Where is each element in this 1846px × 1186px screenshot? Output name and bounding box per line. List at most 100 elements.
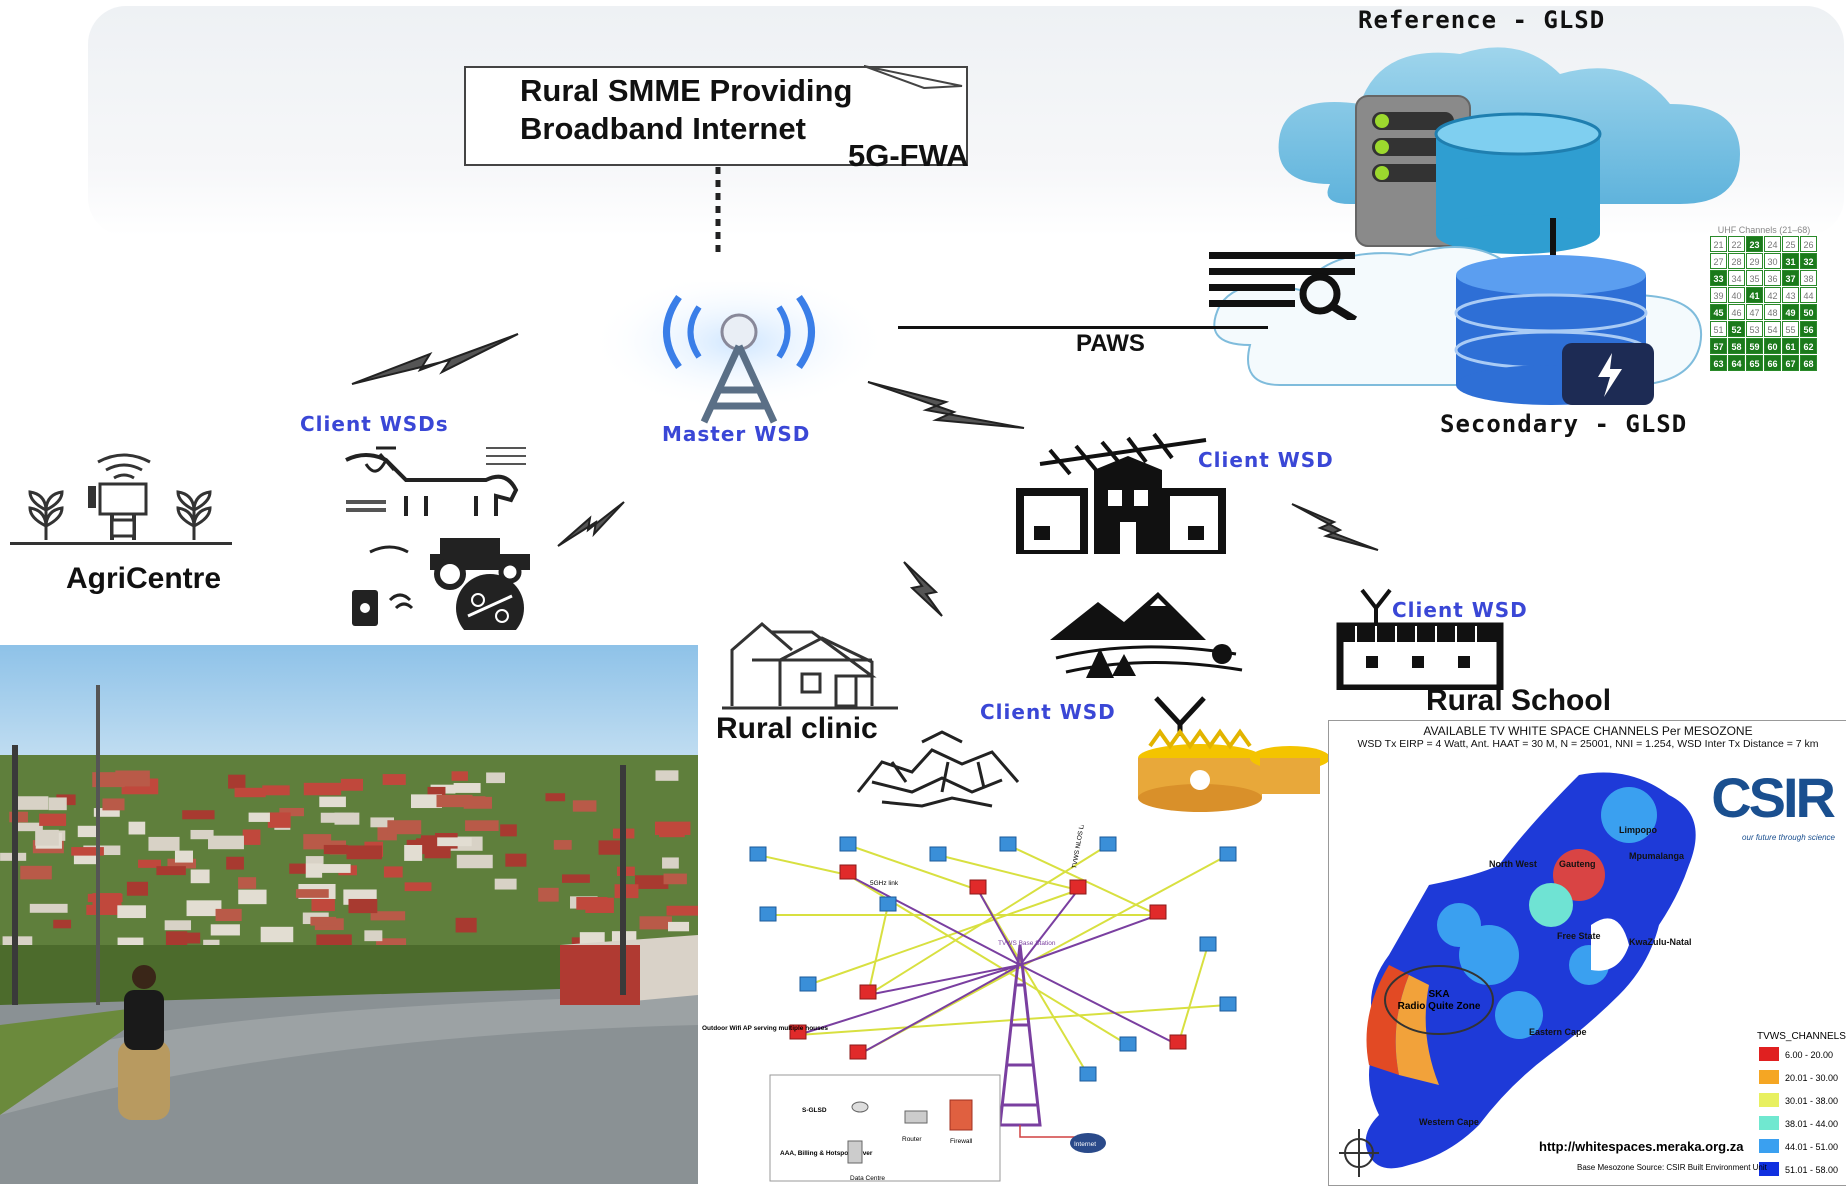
house-roof	[465, 820, 499, 832]
house-roof	[126, 881, 149, 896]
uhf-channel-cell: 34	[1728, 270, 1745, 286]
client-wsds-label: Client WSDs	[300, 412, 449, 436]
lightning-icon-3	[557, 501, 625, 547]
agricentre-icon	[10, 453, 232, 545]
cloud-server-icon	[1278, 47, 1740, 254]
house-roof	[117, 937, 144, 948]
uhf-grid-title: UHF Channels (21–68)	[1717, 225, 1811, 235]
uhf-channel-cell: 63	[1710, 355, 1727, 371]
house-roof	[238, 889, 267, 905]
house-roof	[29, 903, 68, 913]
house-roof	[117, 905, 146, 919]
uhf-channel-cell: 32	[1800, 253, 1817, 269]
aaa-label: AAA, Billing & Hotspot Server	[780, 1150, 873, 1157]
uhf-channel-cell: 60	[1764, 338, 1781, 354]
wifi-ap-node	[879, 896, 897, 912]
house-roof	[538, 887, 559, 902]
house-roof	[310, 916, 337, 926]
master-wsd-label: Master WSD	[662, 422, 811, 446]
house-roof	[455, 917, 477, 933]
nlos-link-label: TVWS NLOS Link	[1071, 825, 1087, 869]
province-label: Free State	[1557, 931, 1601, 941]
house-roof	[305, 863, 323, 878]
house-roof	[86, 904, 123, 915]
base-station-label: TVWS Base Station	[998, 940, 1056, 947]
house-roof	[186, 900, 222, 917]
house-roof	[545, 793, 566, 802]
uhf-channel-cell: 57	[1710, 338, 1727, 354]
note-line-2: Broadband Internet	[520, 111, 806, 146]
nlos-link	[1019, 964, 1179, 1046]
house-roof	[71, 847, 104, 856]
school-icon	[1336, 588, 1504, 690]
sa-map: SKA Radio Quite Zone LimpopoMpumalangaNo…	[1339, 772, 1846, 1177]
house-roof	[190, 869, 210, 884]
house-roof	[260, 926, 294, 943]
legend-swatch	[1759, 1093, 1779, 1107]
house-roof	[387, 820, 422, 835]
township-street-photo	[0, 645, 698, 1184]
house-roof	[39, 813, 67, 826]
firewall-label: Firewall	[950, 1138, 973, 1145]
province-label: Gauteng	[1559, 859, 1596, 869]
house-roof	[436, 794, 473, 808]
province-label: North West	[1489, 859, 1537, 869]
uhf-channel-cell: 68	[1800, 355, 1817, 371]
client-wsd-school-label: Client WSD	[1392, 598, 1528, 622]
house-roof	[164, 920, 192, 931]
uhf-channel-cell: 67	[1782, 355, 1799, 371]
province-label: Eastern Cape	[1529, 1027, 1587, 1037]
agricentre-label: AgriCentre	[66, 562, 222, 595]
house-roof	[456, 854, 493, 869]
house-roof	[303, 782, 342, 796]
house-roof	[505, 853, 527, 867]
legend-swatch	[1759, 1139, 1779, 1153]
map-title: AVAILABLE TV WHITE SPACE CHANNELS Per ME…	[1423, 724, 1753, 738]
province-label: Limpopo	[1619, 825, 1657, 835]
house-roof	[48, 797, 67, 811]
uhf-channel-cell: 42	[1764, 287, 1781, 303]
house-roof	[348, 898, 378, 914]
uhf-channel-cell: 22	[1728, 236, 1745, 252]
uhf-channel-cell: 29	[1746, 253, 1763, 269]
house-roof	[167, 858, 196, 869]
note-line-1: Rural SMME Providing	[520, 73, 853, 108]
house-antenna-icon	[1016, 432, 1226, 554]
house-roof	[102, 798, 125, 811]
wifi-link	[867, 904, 889, 996]
nlos-link	[1019, 889, 1079, 966]
legend-swatch	[1759, 1116, 1779, 1130]
house-roof	[279, 807, 304, 817]
lightning-icon-2	[867, 381, 1025, 429]
uhf-channel-cell: 28	[1728, 253, 1745, 269]
wifi-ap-node	[1199, 936, 1217, 952]
house-roof	[20, 865, 52, 880]
reference-glsd-label: Reference - GLSD	[1358, 6, 1606, 34]
house-roof	[486, 772, 505, 784]
house-roof	[410, 794, 442, 809]
uhf-channel-cell: 30	[1764, 253, 1781, 269]
house-roof	[598, 840, 623, 855]
clinic-house-icon	[722, 622, 898, 710]
house-roof	[437, 837, 472, 847]
house-roof	[234, 787, 266, 798]
house-roof	[666, 905, 698, 916]
house-roof	[9, 811, 28, 823]
house-roof	[92, 772, 125, 788]
tvws-cpe-node	[1169, 1034, 1187, 1050]
uhf-channel-cell: 61	[1782, 338, 1799, 354]
house-roof	[662, 857, 679, 869]
house-roof	[668, 921, 690, 932]
secondary-glsd-label: Secondary - GLSD	[1440, 410, 1688, 438]
house-roof	[654, 821, 691, 835]
master-tower-icon	[589, 282, 889, 424]
house-roof	[500, 824, 517, 837]
wifi-ap-node	[799, 976, 817, 992]
uhf-channel-cell: 31	[1782, 253, 1799, 269]
